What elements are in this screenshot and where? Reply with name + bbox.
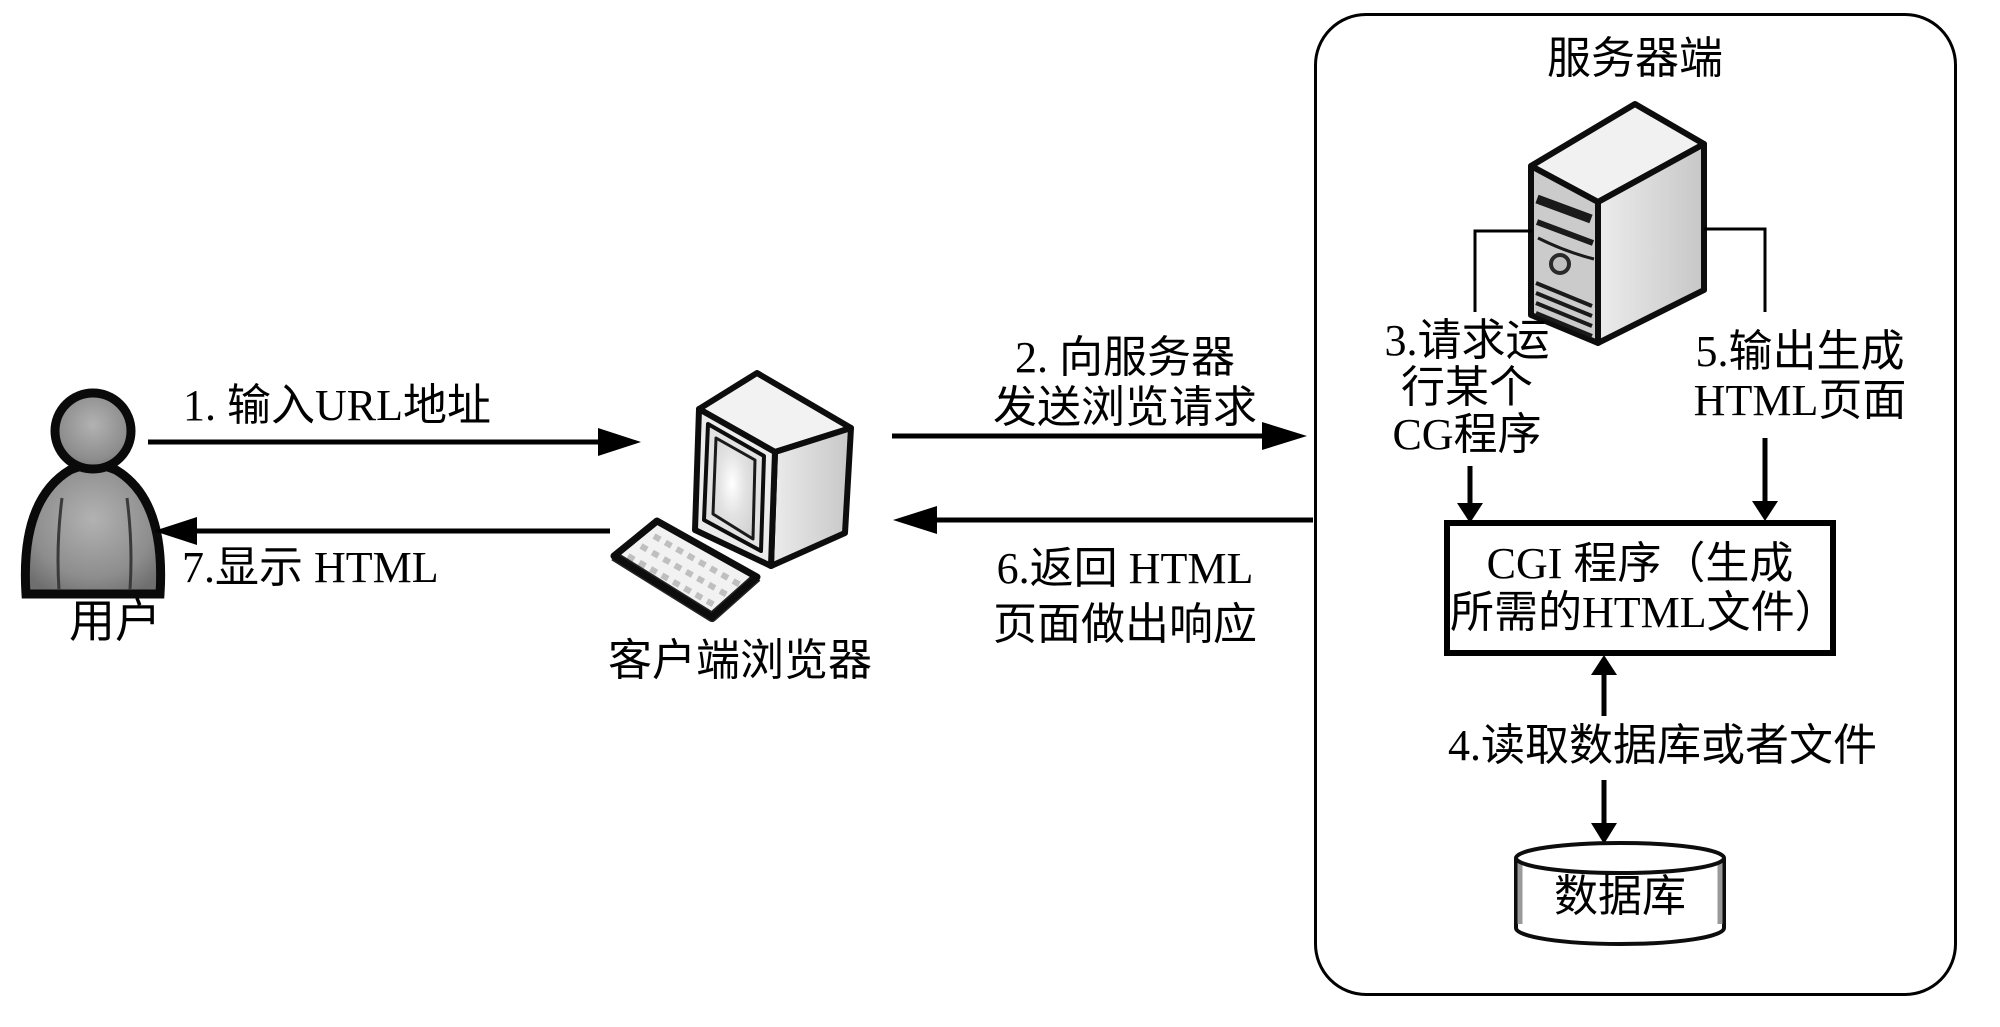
user-icon (20, 388, 166, 599)
connector-step3 (1473, 229, 1532, 312)
browser-label: 客户端浏览器 (608, 636, 872, 685)
database-label: 数据库 (1554, 872, 1686, 921)
step3-label: 3.请求运 行某个 CG程序 (1356, 317, 1578, 458)
server-panel (1314, 13, 1957, 996)
server-tower-icon (1528, 101, 1707, 346)
server-panel-title: 服务器端 (1547, 34, 1723, 83)
step5-line2: HTML页面 (1693, 376, 1907, 425)
arrow-step5 (1752, 438, 1778, 521)
arrow-step7 (154, 517, 610, 545)
arrow-step3 (1457, 466, 1483, 523)
database-icon (1514, 841, 1726, 946)
cgi-program-box: CGI 程序（生成 所需的HTML文件） (1444, 520, 1839, 656)
step7-label: 7.显示 HTML (182, 543, 439, 592)
step6-label: 6.返回 HTML 页面做出响应 (975, 541, 1275, 653)
arrow-step4-down (1591, 780, 1617, 844)
step5-line1: 5.输出生成 (1695, 327, 1905, 376)
arrow-step1 (148, 428, 641, 456)
step2-line2: 发送浏览请求 (993, 383, 1257, 432)
arrow-step4-up (1591, 655, 1617, 716)
step6-line2: 页面做出响应 (993, 600, 1257, 649)
arrow-step6 (893, 506, 1313, 534)
keyboard-icon (610, 517, 761, 622)
step5-label: 5.输出生成 HTML页面 (1665, 327, 1935, 425)
cgi-box-line1: CGI 程序（生成 (1486, 539, 1794, 588)
step1-label: 1. 输入URL地址 (183, 381, 491, 430)
step2-line1: 2. 向服务器 (1015, 333, 1235, 382)
client-computer-icon (692, 370, 854, 569)
step3-line1: 3.请求运 (1384, 316, 1550, 365)
step3-line3: CG程序 (1392, 410, 1542, 459)
step2-label: 2. 向服务器 发送浏览请求 (975, 333, 1275, 433)
user-label: 用户 (69, 596, 161, 647)
cgi-box-line2: 所需的HTML文件） (1450, 588, 1839, 637)
connector-step5 (1704, 227, 1767, 312)
step6-line1: 6.返回 HTML (996, 544, 1254, 593)
arrow-step2 (892, 422, 1307, 450)
step4-label: 4.读取数据库或者文件 (1448, 721, 1877, 770)
step3-line2: 行某个 (1401, 363, 1533, 412)
